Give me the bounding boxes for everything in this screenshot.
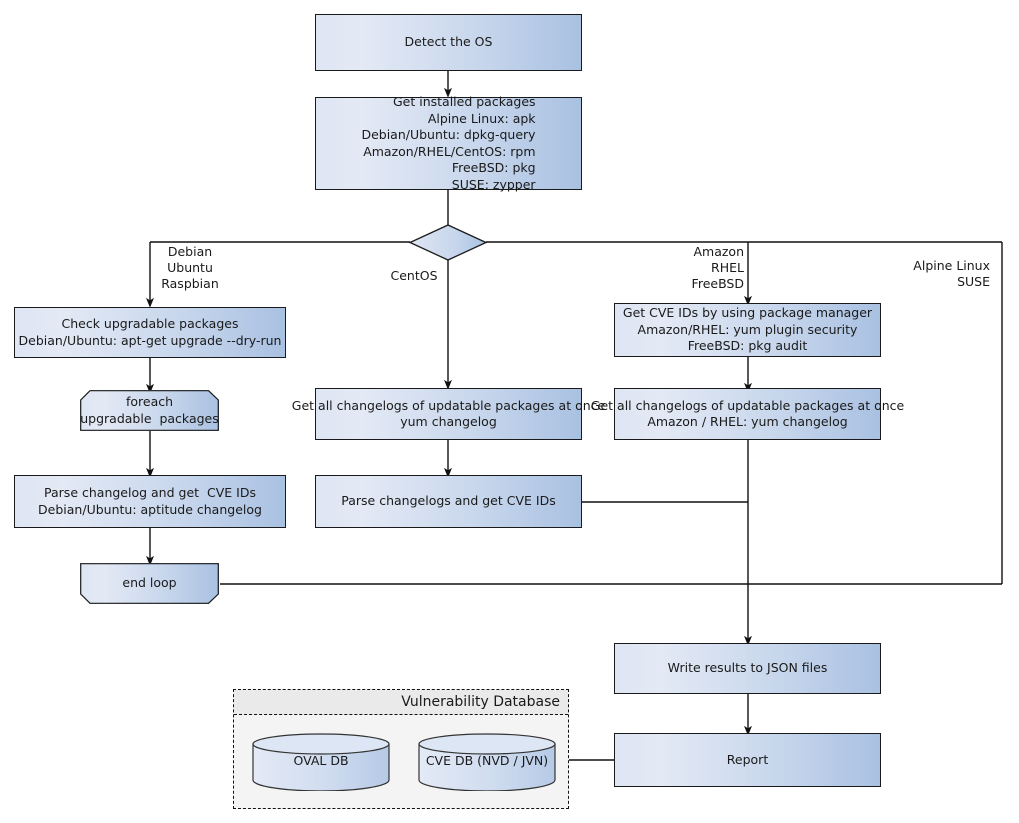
node-parse-changelogs-centos-label: Parse changelogs and get CVE IDs: [341, 493, 556, 509]
node-get-cve-pkg-manager[interactable]: Get CVE IDs by using package manager Ama…: [614, 303, 881, 357]
loop-end-shape: [80, 563, 219, 604]
database-oval-db-label: OVAL DB: [293, 753, 349, 768]
database-cve-db-label: CVE DB (NVD / JVN): [425, 753, 549, 768]
node-changelogs-amazon[interactable]: Get all changelogs of updatable packages…: [591, 388, 904, 440]
node-changelogs-centos-label: Get all changelogs of updatable packages…: [291, 397, 606, 430]
node-write-json-label: Write results to JSON files: [667, 660, 828, 676]
node-report-label: Report: [726, 751, 769, 767]
node-end-loop-label: end loop: [122, 575, 177, 591]
node-foreach-loop-label: foreach upgradable packages: [80, 394, 219, 426]
node-parse-changelogs-centos[interactable]: Parse changelogs and get CVE IDs: [315, 475, 582, 528]
database-oval-db[interactable]: [251, 733, 391, 791]
node-end-loop[interactable]: end loop: [80, 563, 219, 604]
branch-label-centos: CentOS: [390, 268, 438, 283]
node-end-loop-labelwrap: end loop: [80, 575, 219, 592]
branch-label-debian: Debian Ubuntu Raspbian: [161, 244, 219, 291]
node-get-installed-packages-label: Get installed packages Alpine Linux: apk…: [361, 94, 536, 192]
branch-label-amazon: Amazon RHEL FreeBSD: [691, 244, 744, 291]
database-cve-db[interactable]: [417, 733, 557, 791]
node-write-json[interactable]: Write results to JSON files: [614, 643, 881, 694]
node-parse-changelog-debian-label: Parse changelog and get CVE IDs Debian/U…: [38, 485, 262, 517]
node-foreach-loop-labelwrap: foreach upgradable packages: [80, 394, 219, 427]
node-detect-os[interactable]: Detect the OS: [315, 14, 582, 71]
node-check-upgradable-label: Check upgradable packages Debian/Ubuntu:…: [18, 316, 282, 348]
loop-start-shape: [80, 390, 219, 431]
node-decision-diamond[interactable]: [408, 223, 488, 263]
branch-label-alpine: Alpine Linux SUSE: [913, 258, 990, 289]
node-check-upgradable[interactable]: Check upgradable packages Debian/Ubuntu:…: [14, 307, 286, 358]
node-get-installed-packages[interactable]: Get installed packages Alpine Linux: apk…: [315, 94, 582, 192]
node-changelogs-centos[interactable]: Get all changelogs of updatable packages…: [292, 388, 605, 440]
node-detect-os-label: Detect the OS: [404, 34, 493, 50]
node-changelogs-amazon-label: Get all changelogs of updatable packages…: [590, 397, 905, 430]
node-parse-changelog-debian[interactable]: Parse changelog and get CVE IDs Debian/U…: [14, 475, 286, 528]
node-foreach-loop[interactable]: foreach upgradable packages: [80, 390, 219, 431]
vulnerability-database-group: Vulnerability Database OVAL DB CVE DB (N…: [233, 689, 569, 809]
loop-end-outline: [80, 563, 219, 604]
vulnerability-database-title: Vulnerability Database: [234, 690, 568, 715]
node-report[interactable]: Report: [614, 733, 881, 787]
node-get-cve-pkg-manager-label: Get CVE IDs by using package manager Ama…: [622, 305, 873, 354]
loop-start-outline: [80, 390, 219, 431]
